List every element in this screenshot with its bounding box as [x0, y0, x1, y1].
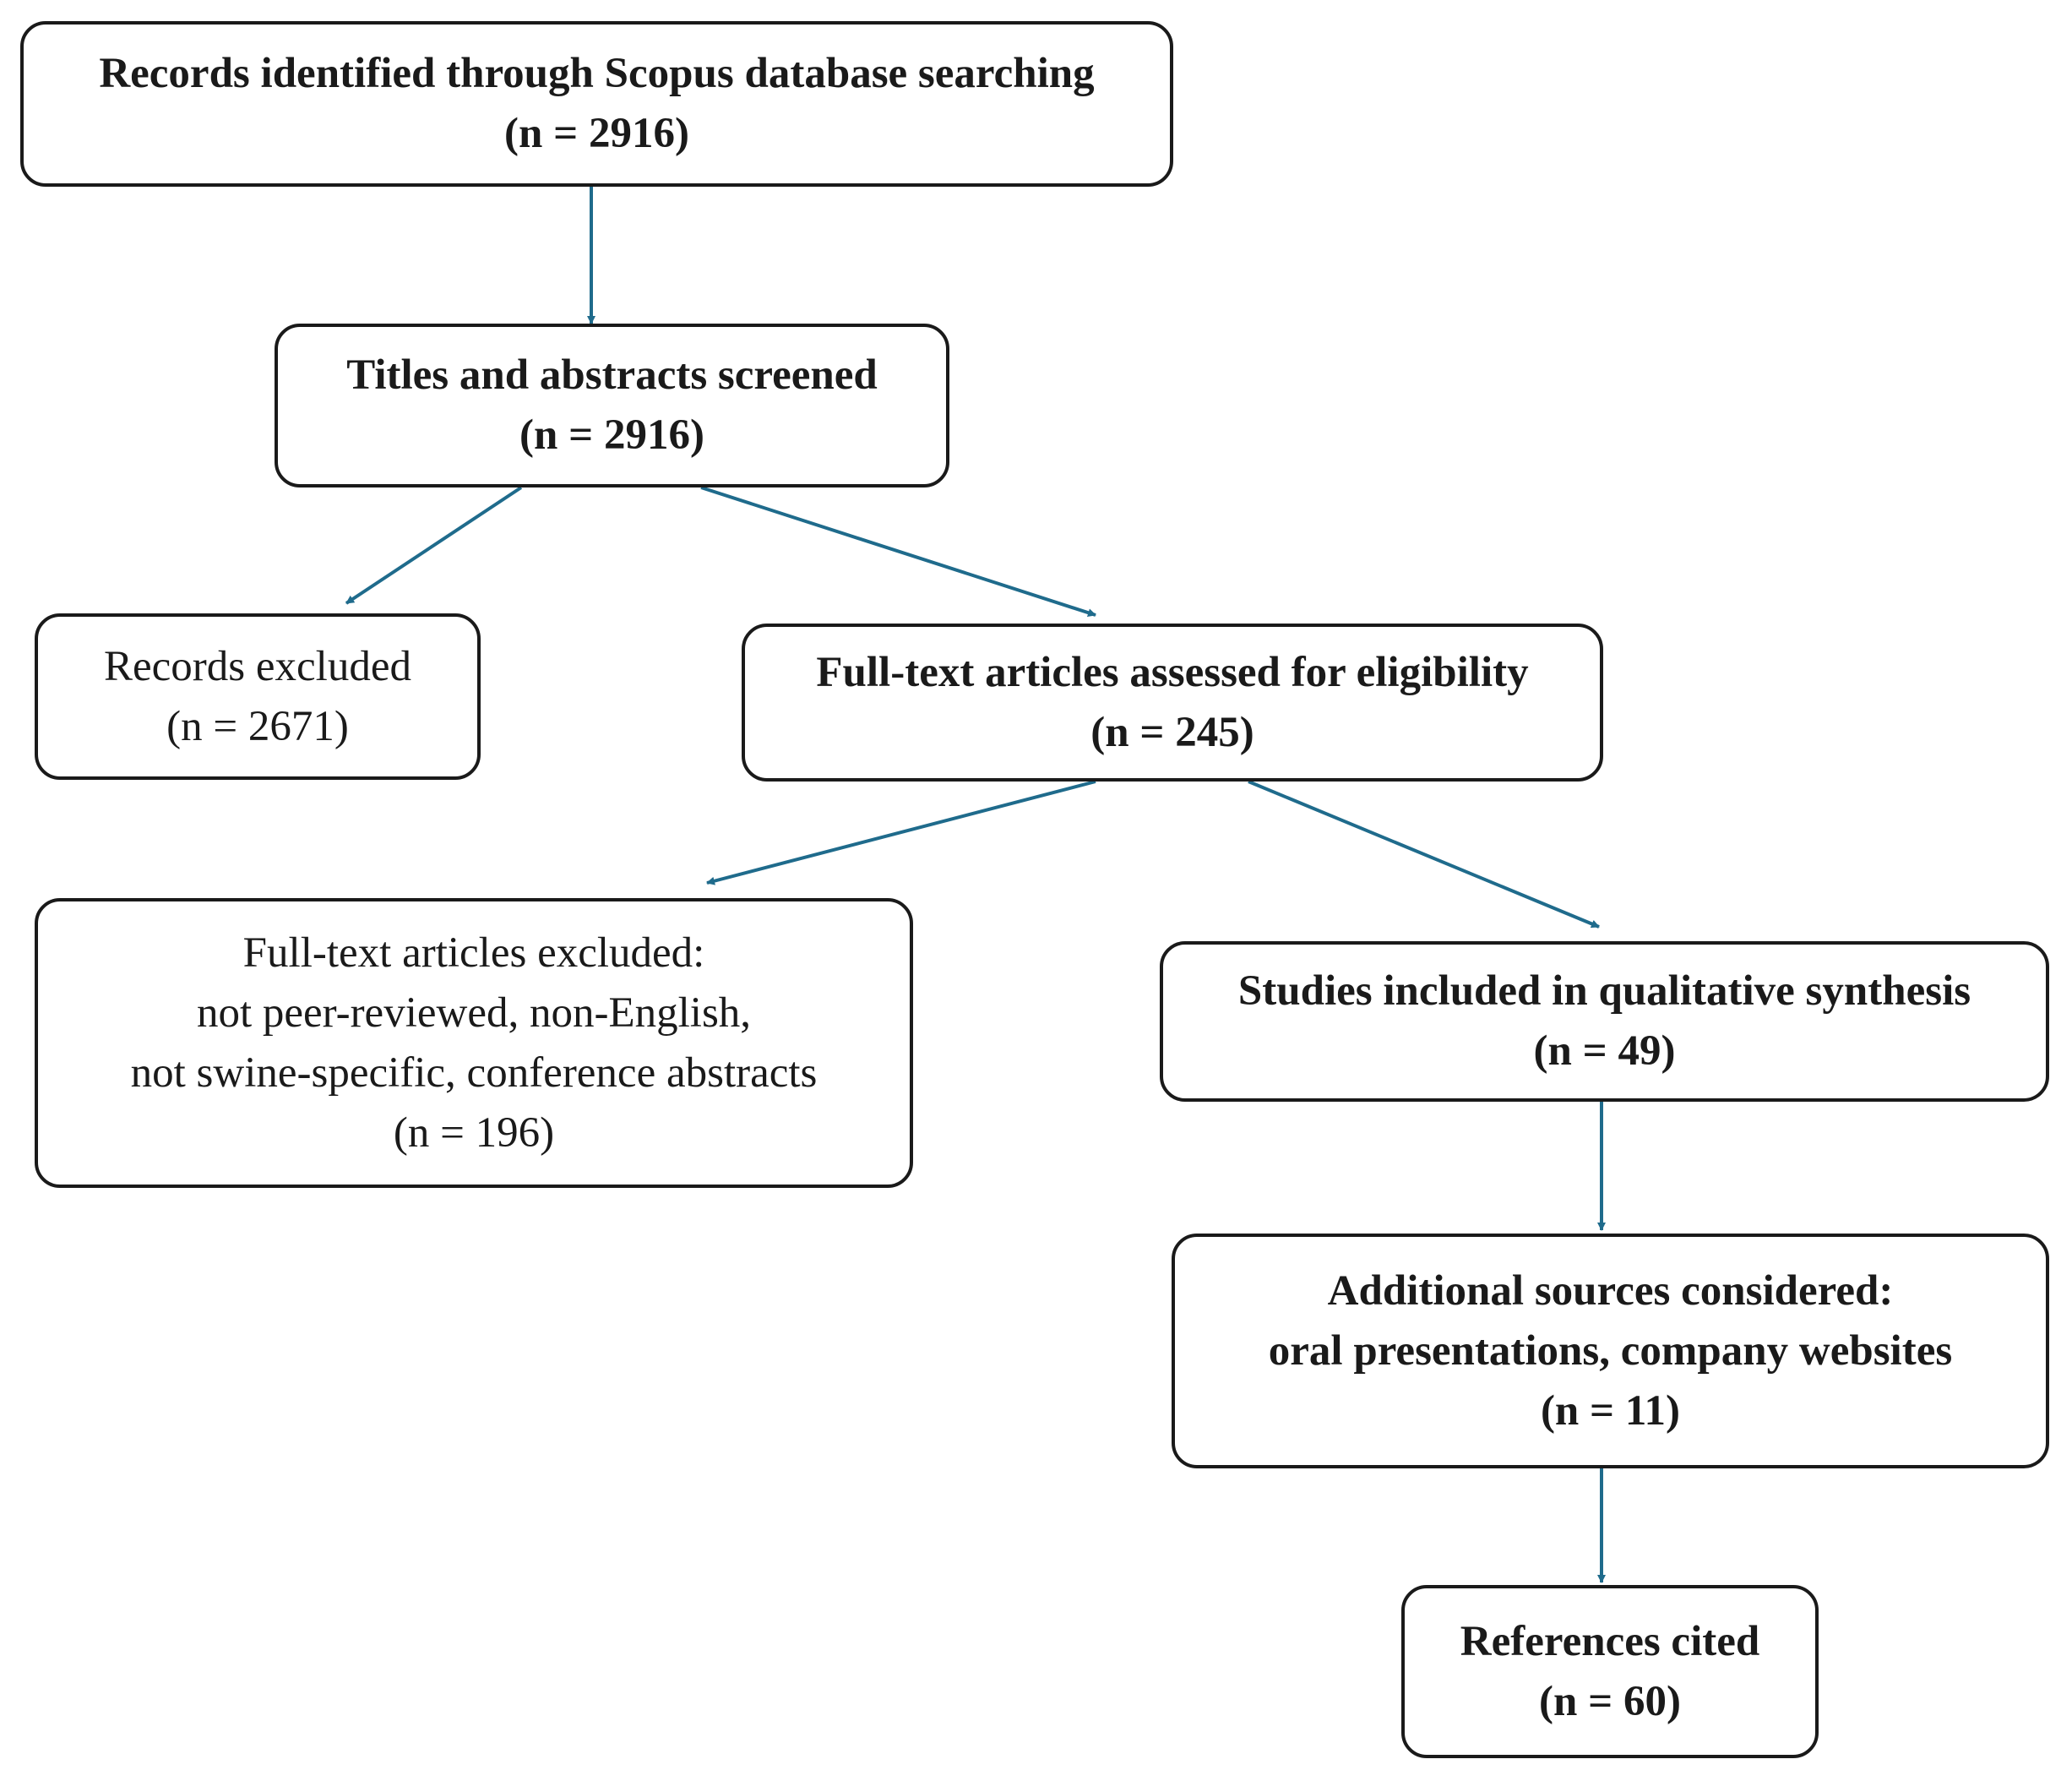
arrow-screened-to-excluded: [345, 486, 523, 605]
arrow-fulltext-to-fulltext-excluded: [706, 780, 1096, 885]
additional-sources-box: Additional sources considered: oral pres…: [1172, 1234, 2049, 1468]
studies-included-count: (n = 49): [1533, 1027, 1676, 1075]
arrow-screened-to-fulltext: [700, 486, 1096, 617]
references-cited-box: References cited (n = 60): [1401, 1585, 1819, 1758]
records-identified-title: Records identified through Scopus databa…: [99, 50, 1095, 97]
records-identified-count: (n = 2916): [504, 110, 689, 157]
additional-sources-detail: oral presentations, company websites: [1268, 1326, 1953, 1375]
titles-screened-title: Titles and abstracts screened: [346, 351, 878, 399]
titles-screened-box: Titles and abstracts screened (n = 2916): [275, 324, 949, 487]
studies-included-box: Studies included in qualitative synthesi…: [1160, 941, 2049, 1102]
fulltext-assessed-count: (n = 245): [1090, 708, 1254, 756]
fulltext-excluded-reasons-1: not peer-reviewed, non-English,: [196, 989, 752, 1037]
additional-sources-title: Additional sources considered:: [1327, 1266, 1894, 1315]
additional-sources-count: (n = 11): [1540, 1386, 1681, 1435]
studies-included-title: Studies included in qualitative synthesi…: [1237, 967, 1971, 1015]
fulltext-excluded-box: Full-text articles excluded: not peer-re…: [35, 898, 913, 1188]
references-cited-title: References cited: [1460, 1617, 1760, 1665]
fulltext-excluded-title: Full-text articles excluded:: [242, 929, 705, 977]
records-excluded-title: Records excluded: [104, 642, 411, 690]
records-excluded-count: (n = 2671): [166, 702, 349, 750]
records-excluded-box: Records excluded (n = 2671): [35, 613, 481, 780]
fulltext-excluded-count: (n = 196): [393, 1108, 555, 1157]
fulltext-assessed-title: Full-text articles assessed for eligibil…: [816, 648, 1529, 696]
arrow-fulltext-to-included: [1248, 780, 1600, 929]
fulltext-assessed-box: Full-text articles assessed for eligibil…: [742, 624, 1603, 782]
records-identified-box: Records identified through Scopus databa…: [20, 21, 1173, 187]
fulltext-excluded-reasons-2: not swine-specific, conference abstracts: [130, 1048, 818, 1097]
titles-screened-count: (n = 2916): [519, 411, 704, 459]
references-cited-count: (n = 60): [1539, 1677, 1681, 1725]
